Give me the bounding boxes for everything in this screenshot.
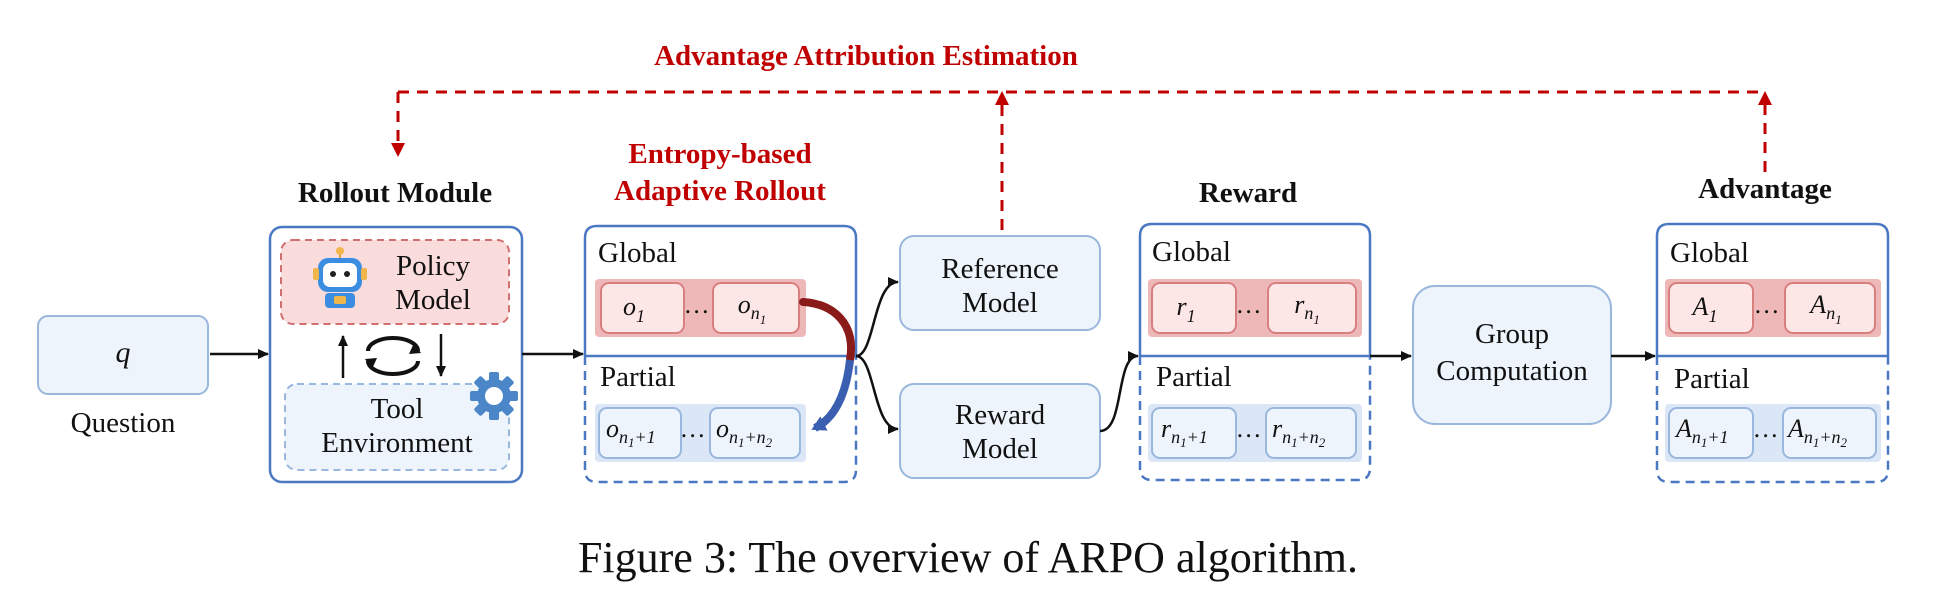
adaptive-partial-item-1-text: on1+1 — [606, 414, 656, 450]
advantage-attribution-loop: Advantage Attribution Estimation — [391, 40, 1772, 230]
reference-label-2: Model — [962, 287, 1038, 319]
adaptive-global-frame — [583, 224, 858, 356]
adaptive-global-label: Global — [598, 237, 677, 269]
reward-global-label: Global — [1152, 236, 1231, 268]
arrow-to-reward-model — [855, 354, 899, 434]
policy-label-2: Model — [395, 284, 471, 316]
adaptive-global-item-1-text: o1 — [623, 292, 645, 326]
tool-environment-box — [284, 383, 510, 471]
adaptive-global-ellipsis: … — [685, 290, 708, 319]
reward-block: Reward Global Partial r1 … rn1 rn1+1 … r… — [1138, 177, 1372, 482]
advantage-partial-item-2 — [1782, 407, 1877, 459]
reference-model: Reference Model — [899, 235, 1101, 331]
advantage-partial-label: Partial — [1674, 363, 1750, 395]
question-symbol: q — [116, 336, 131, 369]
advantage-global-label: Global — [1670, 237, 1749, 269]
advantage-partial-ellipsis: … — [1754, 414, 1777, 443]
advantage-partial-item-1-text: An1+1 — [1674, 414, 1729, 450]
question-label: Question — [71, 407, 176, 439]
reward-global-ellipsis: … — [1237, 290, 1260, 319]
group-label-2: Computation — [1436, 355, 1588, 387]
reward-model-label-2: Model — [962, 433, 1038, 465]
reward-partial-ellipsis: … — [1237, 414, 1260, 443]
arrow-to-reference — [855, 277, 899, 358]
reference-model-box — [899, 235, 1101, 331]
advantage-title: Advantage — [1698, 173, 1832, 205]
adaptive-global-item-2-text: on1 — [738, 290, 767, 327]
rollout-module-title: Rollout Module — [298, 177, 492, 209]
adaptive-partial-label: Partial — [600, 361, 676, 393]
adaptive-partial-item-1 — [598, 407, 682, 459]
figure-caption: Figure 3: The overview of ARPO algorithm… — [578, 533, 1358, 582]
rollout-module: Rollout Module Policy Model Tool — [268, 177, 524, 484]
adaptive-global-item-1 — [600, 282, 685, 334]
group-label-1: Group — [1475, 318, 1549, 350]
adaptive-title-1: Entropy-based — [628, 138, 811, 170]
adaptive-title-2: Adaptive Rollout — [614, 175, 826, 207]
robot-icon — [313, 247, 367, 308]
tool-label-2: Environment — [321, 427, 472, 459]
advantage-global-item-2-text: An1 — [1808, 290, 1841, 327]
reward-global-frame — [1138, 222, 1372, 356]
branch-arrow-red — [799, 298, 855, 364]
reward-global-item-1-text: r1 — [1176, 292, 1195, 326]
adaptive-partial-ellipsis: … — [681, 414, 704, 443]
adaptive-rollout: Entropy-based Adaptive Rollout Global Pa… — [583, 138, 858, 484]
advantage-partial-item-2-text: An1+n2 — [1786, 414, 1848, 450]
reward-model-label-1: Reward — [955, 399, 1046, 431]
reward-global-item-1 — [1151, 282, 1237, 334]
reward-global-item-2 — [1267, 282, 1357, 334]
reward-partial-item-1-text: rn1+1 — [1161, 414, 1208, 450]
reward-partial-frame — [1138, 356, 1372, 482]
policy-label-1: Policy — [396, 250, 471, 282]
advantage-global-frame — [1655, 222, 1890, 356]
tool-label-1: Tool — [371, 393, 424, 425]
reward-partial-item-2 — [1265, 407, 1357, 459]
reward-partial-item-2-text: rn1+n2 — [1272, 414, 1326, 450]
reward-title: Reward — [1199, 177, 1297, 209]
group-computation: Group Computation — [1412, 285, 1612, 425]
question-block: q Question — [37, 315, 209, 439]
advantage-partial-item-1 — [1668, 407, 1754, 459]
reward-partial-item-1 — [1151, 407, 1237, 459]
question-box — [37, 315, 209, 395]
cycle-arrows-icon — [365, 336, 421, 376]
advantage-global-item-2 — [1784, 282, 1876, 334]
adaptive-partial-item-2-text: on1+n2 — [716, 414, 773, 450]
branch-arrow-blue — [811, 359, 854, 432]
reward-model: Reward Model — [899, 383, 1101, 479]
advantage-global-item-1-text: A1 — [1691, 292, 1718, 326]
advantage-block: Advantage Global Partial A1 … An1 An1+1 … — [1655, 173, 1890, 484]
reference-label-1: Reference — [941, 253, 1059, 285]
advantage-global-item-1 — [1668, 282, 1754, 334]
gear-icon — [470, 372, 518, 420]
reward-partial-label: Partial — [1156, 361, 1232, 393]
adaptive-global-item-2 — [712, 282, 800, 334]
adaptive-partial-item-2 — [709, 407, 801, 459]
reward-global-item-2-text: rn1 — [1294, 290, 1320, 327]
advantage-global-ellipsis: … — [1755, 290, 1778, 319]
arrow-rewardmodel-reward — [1099, 351, 1139, 433]
feedback-title: Advantage Attribution Estimation — [654, 40, 1078, 72]
adaptive-partial-frame — [583, 356, 858, 484]
